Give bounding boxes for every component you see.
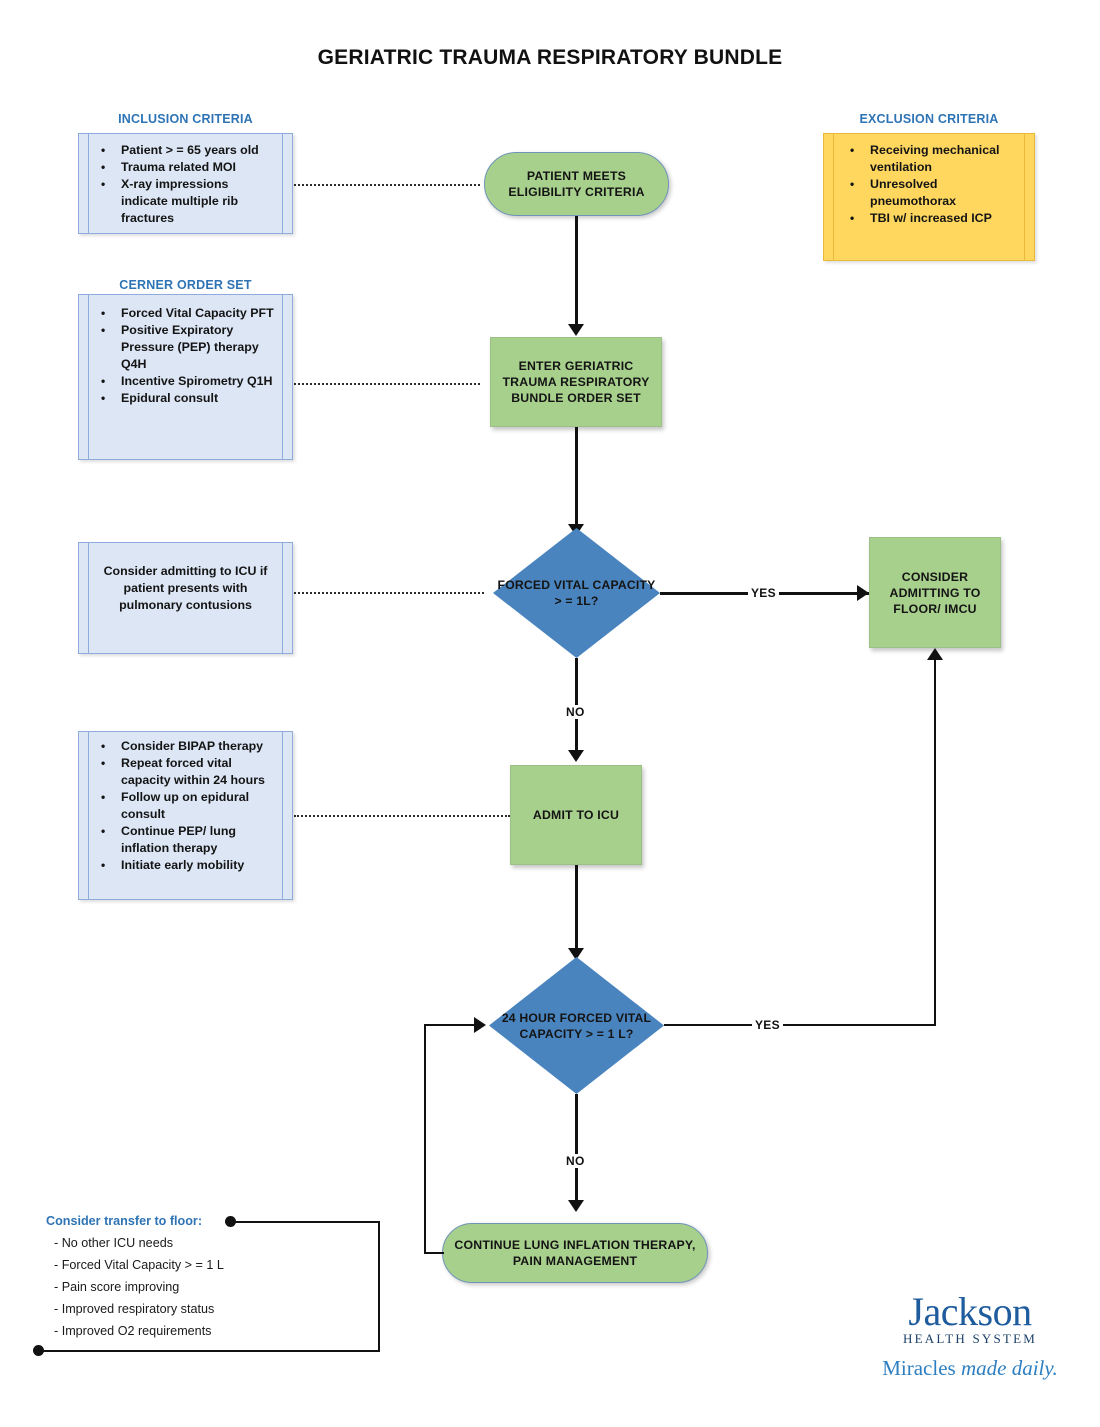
connector-decision2-yes-vertical: [934, 660, 936, 1026]
arrow-right-icon: [474, 1017, 486, 1033]
list-item: Trauma related MOI: [101, 159, 274, 176]
list-item: - No other ICU needs: [54, 1236, 173, 1250]
icu-actions-box: Consider BIPAP therapy Repeat forced vit…: [78, 731, 293, 900]
logo-tagline-plain: Miracles: [882, 1356, 961, 1380]
connector-icu-note-to-decision: [294, 592, 484, 594]
logo-wordmark: Jackson: [908, 1289, 1032, 1334]
inclusion-criteria-box: Patient > = 65 years old Trauma related …: [78, 133, 293, 234]
node-label: ENTER GERIATRIC TRAUMA RESPIRATORY BUNDL…: [502, 359, 650, 405]
connector-eligibility-to-orderset: [575, 216, 578, 326]
connector-cerner-to-orderset: [294, 383, 480, 385]
edge-label-yes-1: YES: [748, 586, 779, 600]
edge-label-no-2: NO: [563, 1154, 588, 1168]
node-label: ADMIT TO ICU: [532, 808, 620, 822]
cerner-order-set-box: Forced Vital Capacity PFT Positive Expir…: [78, 294, 293, 460]
list-item: Continue PEP/ lung inflation therapy: [101, 823, 274, 857]
list-item: TBI w/ increased ICP: [850, 210, 1012, 227]
connector-feedback-horizontal-top: [424, 1024, 484, 1026]
list-item: Follow up on epidural consult: [101, 789, 274, 823]
edge-label-yes-2: YES: [752, 1018, 783, 1032]
logo-tagline-italic: made daily.: [960, 1356, 1058, 1380]
node-label: PATIENT MEETS ELIGIBILITY CRITERIA: [508, 169, 645, 199]
decision-24hour-forced-vital-capacity[interactable]: 24 HOUR FORCED VITAL CAPACITY > = 1 L?: [489, 957, 664, 1094]
node-continue-lung-inflation-therapy[interactable]: CONTINUE LUNG INFLATION THERAPY, PAIN MA…: [442, 1223, 708, 1283]
arrow-down-icon: [568, 1200, 584, 1212]
list-item: - Pain score improving: [54, 1280, 180, 1294]
node-consider-admitting-floor-imcu[interactable]: CONSIDER ADMITTING TO FLOOR/ IMCU: [869, 537, 1001, 648]
jackson-health-logo: Jackson HEALTH SYSTEM Miracles made dail…: [880, 1289, 1060, 1381]
decision-forced-vital-capacity[interactable]: FORCED VITAL CAPACITY > = 1L?: [493, 528, 660, 658]
transfer-note: Consider transfer to floor: - No other I…: [46, 1214, 346, 1342]
arrow-down-icon: [568, 750, 584, 762]
icu-actions-list: Consider BIPAP therapy Repeat forced vit…: [97, 738, 274, 874]
list-item: Repeat forced vital capacity within 24 h…: [101, 755, 274, 789]
leader-dot-end-icon: [33, 1345, 44, 1356]
cerner-order-set-heading: CERNER ORDER SET: [119, 278, 252, 292]
connector-orderset-to-decision1: [575, 427, 578, 527]
icu-consideration-box: Consider admitting to ICU if patient pre…: [78, 542, 293, 654]
leader-dot-start-icon: [225, 1216, 236, 1227]
connector-icu-actions-to-admit: [294, 815, 510, 817]
node-label: CONTINUE LUNG INFLATION THERAPY, PAIN MA…: [454, 1238, 696, 1268]
cerner-order-set-list: Forced Vital Capacity PFT Positive Expir…: [97, 305, 274, 407]
connector-admiticu-to-decision2: [575, 865, 578, 955]
decision-label: 24 HOUR FORCED VITAL CAPACITY > = 1 L?: [501, 1010, 652, 1041]
edge-label-no-1: NO: [563, 705, 588, 719]
connector-feedback-horizontal-bottom: [424, 1252, 444, 1254]
arrow-right-icon: [857, 585, 869, 601]
list-item: Receiving mechanical ventilation: [850, 142, 1012, 176]
icu-consideration-text: Consider admitting to ICU if patient pre…: [103, 564, 268, 612]
transfer-note-list: - No other ICU needs - Forced Vital Capa…: [46, 1232, 346, 1342]
page-title: GERIATRIC TRAUMA RESPIRATORY BUNDLE: [317, 46, 783, 69]
inclusion-criteria-heading: INCLUSION CRITERIA: [118, 112, 253, 126]
list-item: Consider BIPAP therapy: [101, 738, 274, 755]
list-item: Unresolved pneumothorax: [850, 176, 1012, 210]
connector-feedback-vertical: [424, 1024, 426, 1254]
exclusion-criteria-list: Receiving mechanical ventilation Unresol…: [846, 142, 1012, 227]
exclusion-criteria-box: Receiving mechanical ventilation Unresol…: [823, 133, 1035, 261]
leader-line-top: [235, 1221, 380, 1223]
node-patient-meets-eligibility[interactable]: PATIENT MEETS ELIGIBILITY CRITERIA: [484, 152, 669, 216]
decision-label: FORCED VITAL CAPACITY > = 1L?: [497, 578, 656, 608]
inclusion-criteria-list: Patient > = 65 years old Trauma related …: [97, 142, 274, 227]
arrow-down-icon: [568, 324, 584, 336]
connector-decision2-yes-horizontal: [664, 1024, 936, 1026]
connector-decision2-no: [575, 1094, 578, 1204]
leader-line-vertical: [378, 1221, 380, 1351]
list-item: Incentive Spirometry Q1H: [101, 373, 274, 390]
list-item: Epidural consult: [101, 390, 274, 407]
leader-line-bottom: [40, 1350, 380, 1352]
node-enter-order-set[interactable]: ENTER GERIATRIC TRAUMA RESPIRATORY BUNDL…: [490, 337, 662, 427]
list-item: - Forced Vital Capacity > = 1 L: [54, 1258, 224, 1272]
arrow-up-icon: [927, 648, 943, 660]
list-item: - Improved respiratory status: [54, 1302, 215, 1316]
list-item: Positive Expiratory Pressure (PEP) thera…: [101, 322, 274, 373]
arrow-down-icon: [568, 948, 584, 960]
transfer-note-title: Consider transfer to floor:: [46, 1214, 203, 1228]
connector-inclusion-to-eligibility: [294, 184, 480, 186]
list-item: X-ray impressions indicate multiple rib …: [101, 176, 274, 227]
list-item: Forced Vital Capacity PFT: [101, 305, 274, 322]
list-item: - Improved O2 requirements: [54, 1324, 212, 1338]
logo-subtitle: HEALTH SYSTEM: [903, 1331, 1037, 1346]
node-admit-to-icu[interactable]: ADMIT TO ICU: [510, 765, 642, 865]
list-item: Initiate early mobility: [101, 857, 274, 874]
node-label: CONSIDER ADMITTING TO FLOOR/ IMCU: [889, 569, 981, 616]
logo-tagline: Miracles made daily.: [880, 1356, 1060, 1380]
exclusion-criteria-heading: EXCLUSION CRITERIA: [859, 112, 999, 126]
connector-decision1-yes: [660, 592, 925, 595]
list-item: Patient > = 65 years old: [101, 142, 274, 159]
